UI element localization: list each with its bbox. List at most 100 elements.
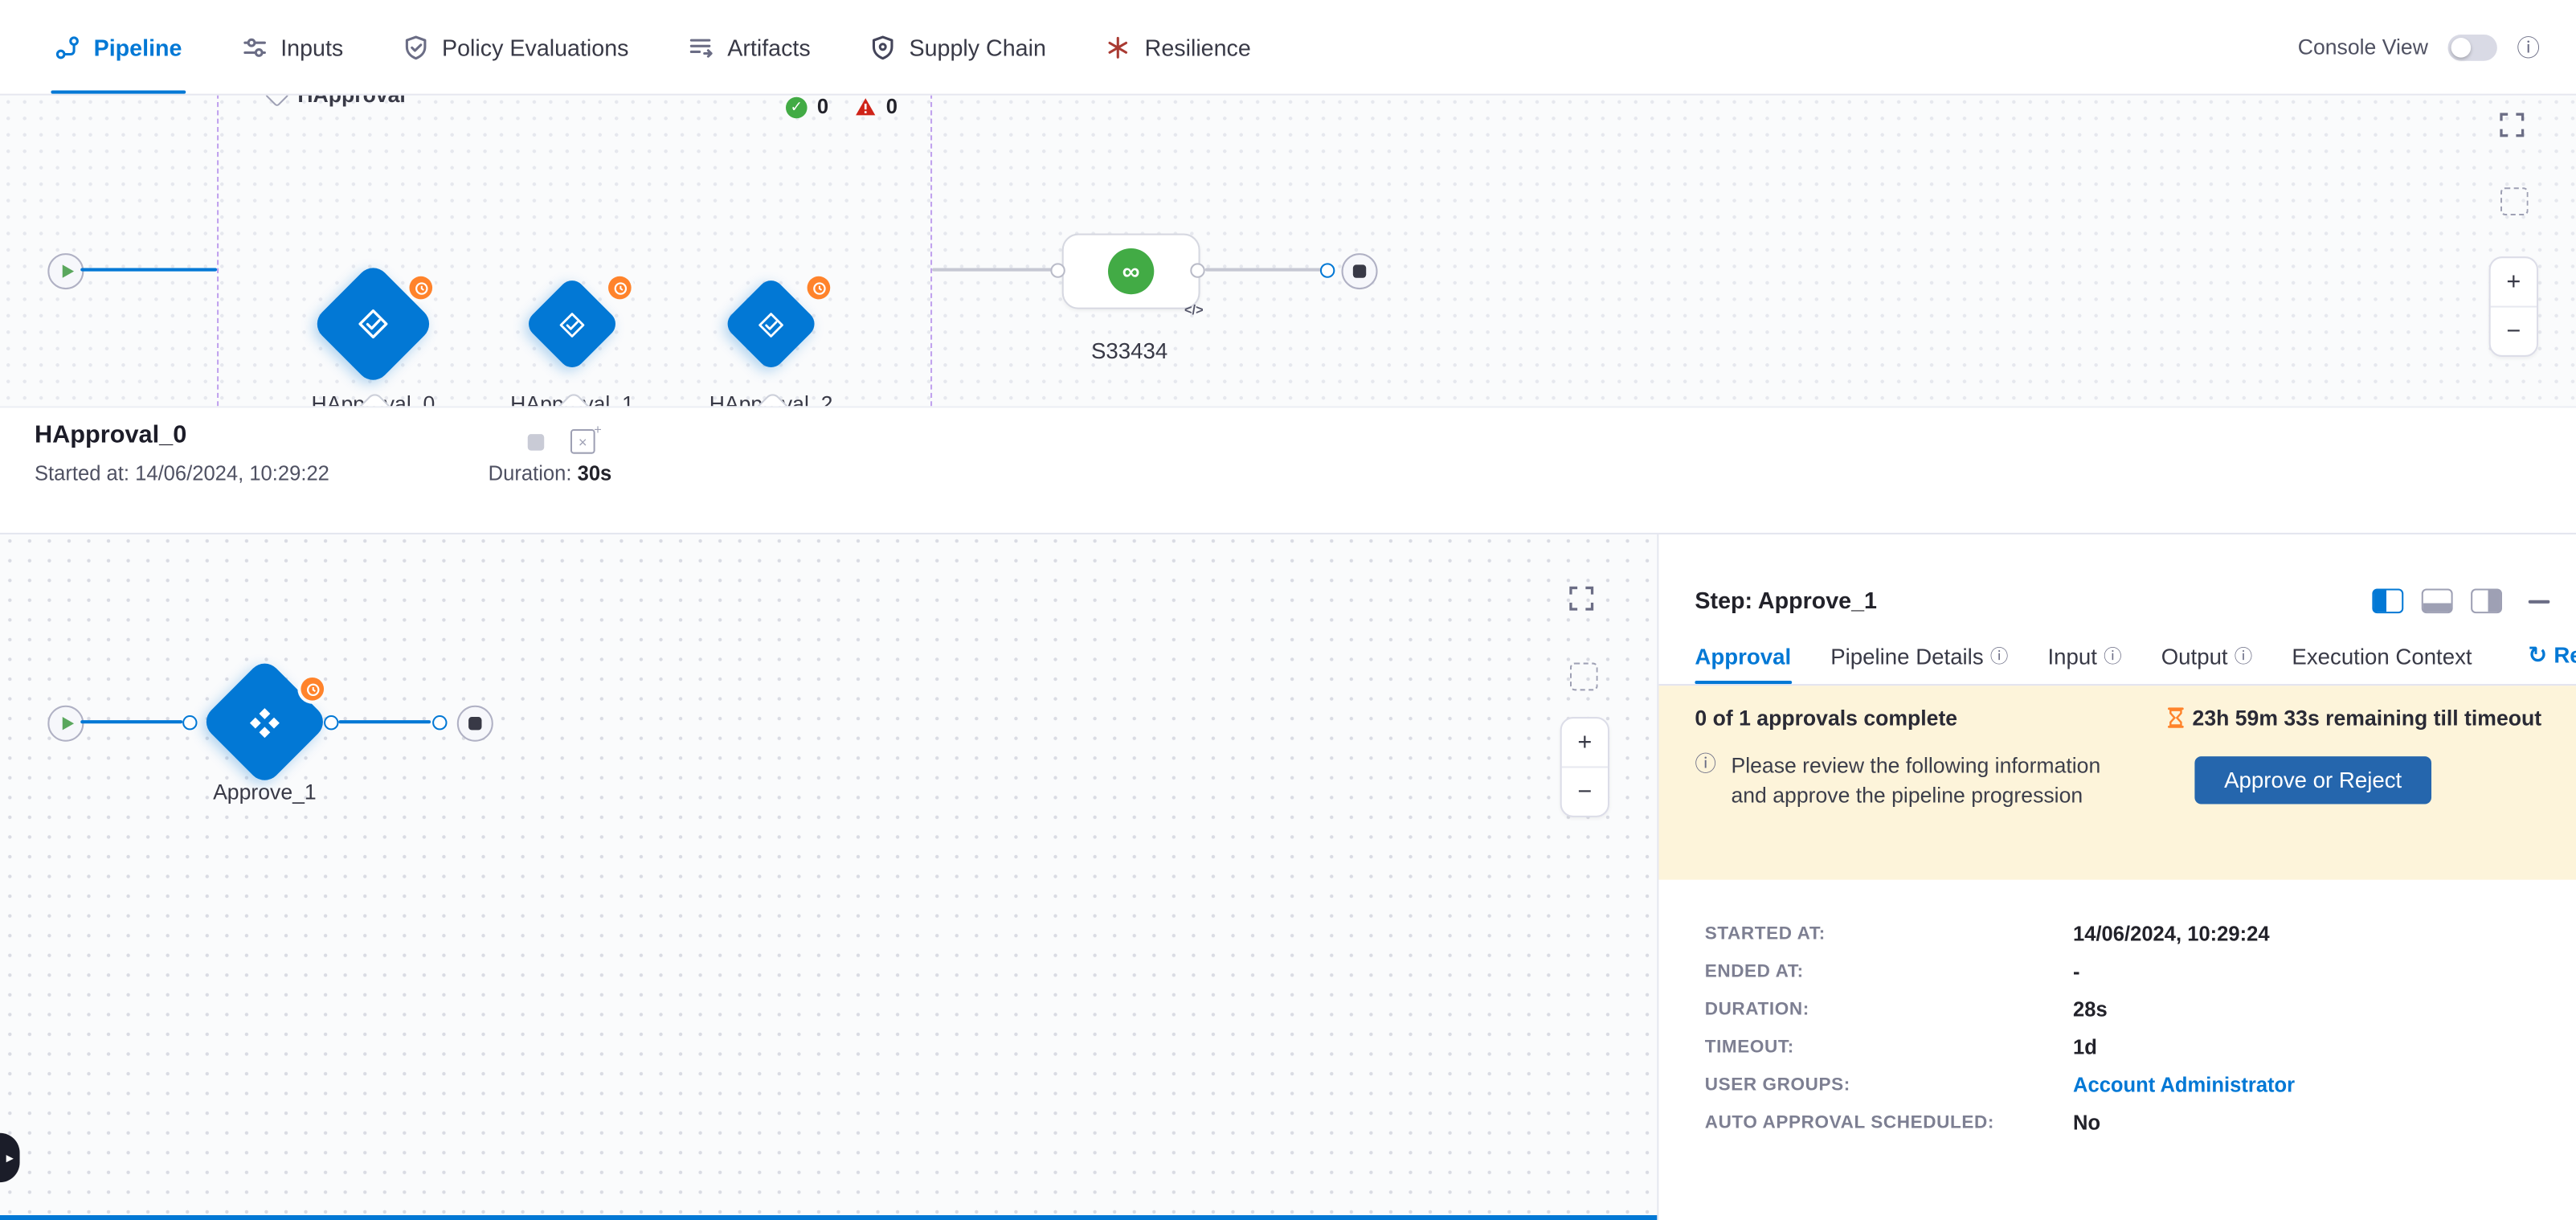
field-value: No [2073, 1112, 2101, 1135]
chevron-right-icon: ▸ [6, 1148, 14, 1165]
field-label: USER GROUPS: [1704, 1075, 1850, 1095]
node-label[interactable]: S33434 [1090, 338, 1168, 364]
policy-shield-check-icon [405, 35, 427, 59]
pipeline-start-node[interactable] [47, 253, 84, 290]
stage-node-happroval-1[interactable] [523, 275, 621, 373]
node-label[interactable]: Approve_1 [213, 779, 317, 804]
top-navigation: Pipeline Inputs Policy Evaluations Artif… [0, 0, 2576, 96]
stage-boundary-line [217, 93, 219, 407]
clock-icon [613, 281, 627, 294]
tab-resilience[interactable]: Resilience [1106, 0, 1251, 94]
pending-clock-badge [608, 276, 632, 300]
step-start-node[interactable] [47, 705, 84, 742]
step-green-icon: ∞ [1108, 248, 1155, 295]
approvals-progress: 0 of 1 approvals complete [1695, 705, 1958, 731]
user-groups-link[interactable]: Account Administrator [2073, 1074, 2296, 1097]
fullscreen-icon[interactable] [1568, 585, 1595, 612]
pipeline-end-node[interactable] [1341, 253, 1378, 290]
stage-graph-canvas[interactable]: HApproval ✓ 0 0 HApproval_0 [0, 93, 2576, 407]
duration-text: Duration: 30s [489, 462, 612, 485]
expand-panel-handle[interactable]: ▸ [0, 1132, 20, 1183]
zoom-in-button[interactable]: + [1577, 728, 1593, 757]
duration-label: Duration: [488, 461, 572, 485]
zoom-out-button[interactable]: − [2490, 305, 2537, 355]
details-header: Step: Approve_1 [1658, 531, 2576, 624]
tab-label: Approval [1695, 645, 1792, 669]
play-icon [61, 717, 74, 731]
approval-diamond-check-icon [558, 310, 587, 338]
edge-line [80, 720, 183, 724]
pending-clock-badge [807, 276, 831, 300]
stop-icon [468, 717, 482, 731]
selection-tool-icon[interactable] [1569, 662, 1598, 691]
connector-dot [1050, 263, 1065, 278]
field-value: - [2073, 960, 2080, 984]
info-icon: ⓘ [1989, 648, 2009, 668]
pending-clock-badge [301, 677, 325, 701]
field-value: 28s [2073, 997, 2108, 1021]
field-label: STARTED AT: [1704, 923, 1826, 944]
edge-line [80, 268, 218, 272]
selected-node-title: HApproval_0 [34, 420, 187, 449]
banner-message: ⓘ Please review the following informatio… [1695, 751, 2541, 811]
info-icon: ⓘ [2104, 648, 2122, 668]
refresh-button[interactable]: ↻Re [2528, 641, 2576, 684]
horizontal-scrollbar[interactable] [0, 1214, 1658, 1220]
review-message: Please review the following information … [1731, 751, 2100, 811]
tab-execution-context[interactable]: Execution Context [2292, 645, 2472, 684]
field-label: AUTO APPROVAL SCHEDULED: [1704, 1113, 1994, 1133]
connector-dot [324, 715, 339, 731]
tab-artifacts[interactable]: Artifacts [688, 0, 811, 94]
clock-icon [306, 682, 319, 696]
tab-label: Supply Chain [909, 33, 1046, 60]
approval-banner: 0 of 1 approvals complete 23h 59m 33s re… [1658, 686, 2576, 880]
step-node-approve-1[interactable] [199, 657, 330, 788]
tab-label: Execution Context [2292, 645, 2472, 669]
timeout-remaining: 23h 59m 33s remaining till timeout [2166, 706, 2541, 730]
tab-label: Policy Evaluations [442, 33, 629, 60]
layout-left-icon[interactable] [2372, 588, 2404, 614]
step-graph-canvas[interactable]: Approve_1 + − ▸ [0, 530, 1659, 1220]
stage-header[interactable]: HApproval [264, 93, 406, 108]
connector-dot [1319, 263, 1335, 278]
tab-approval[interactable]: Approval [1695, 645, 1792, 685]
approval-diamond-check-icon [757, 310, 785, 338]
zoom-in-button[interactable]: + [2506, 268, 2521, 297]
play-icon [61, 264, 74, 278]
tab-policy-evaluations[interactable]: Policy Evaluations [403, 0, 629, 94]
failed-count: 0 [885, 95, 898, 119]
code-tag-icon: </> [1184, 302, 1204, 317]
tab-pipeline[interactable]: Pipeline [51, 0, 185, 94]
approve-or-reject-button[interactable]: Approve or Reject [2194, 756, 2432, 804]
selection-tool-icon[interactable] [2500, 187, 2529, 216]
failed-icon [856, 98, 876, 116]
zoom-controls: + − [2488, 256, 2539, 357]
step-end-node[interactable] [456, 705, 493, 742]
duration-value: 30s [577, 461, 612, 485]
layout-bottom-icon[interactable] [2421, 588, 2453, 614]
fullscreen-icon[interactable] [2499, 112, 2525, 138]
stage-node-happroval-0[interactable] [310, 260, 436, 387]
tab-supply-chain[interactable]: Supply Chain [869, 0, 1046, 94]
stage-node-happroval-2[interactable] [722, 275, 820, 373]
supply-chain-shield-icon [872, 35, 893, 59]
stage-name: HApproval [297, 93, 406, 107]
console-view-toggle[interactable] [2447, 33, 2497, 60]
layout-right-icon[interactable] [2471, 588, 2503, 614]
tab-inputs[interactable]: Inputs [241, 0, 343, 94]
stage-node-s33434[interactable]: ∞ </> [1061, 233, 1204, 317]
success-count: 0 [816, 95, 829, 119]
matrix-icon: ×+ [570, 423, 602, 454]
started-at-label: Started at: [34, 461, 129, 485]
minimize-icon[interactable] [2528, 599, 2550, 603]
zoom-out-button[interactable]: − [1561, 766, 1608, 815]
success-icon: ✓ [785, 96, 808, 118]
info-icon[interactable]: ⓘ [2517, 33, 2541, 60]
resilience-chaos-icon [1109, 35, 1128, 58]
zoom-controls: + − [1560, 717, 1610, 817]
cross-glyph: × [578, 433, 587, 450]
